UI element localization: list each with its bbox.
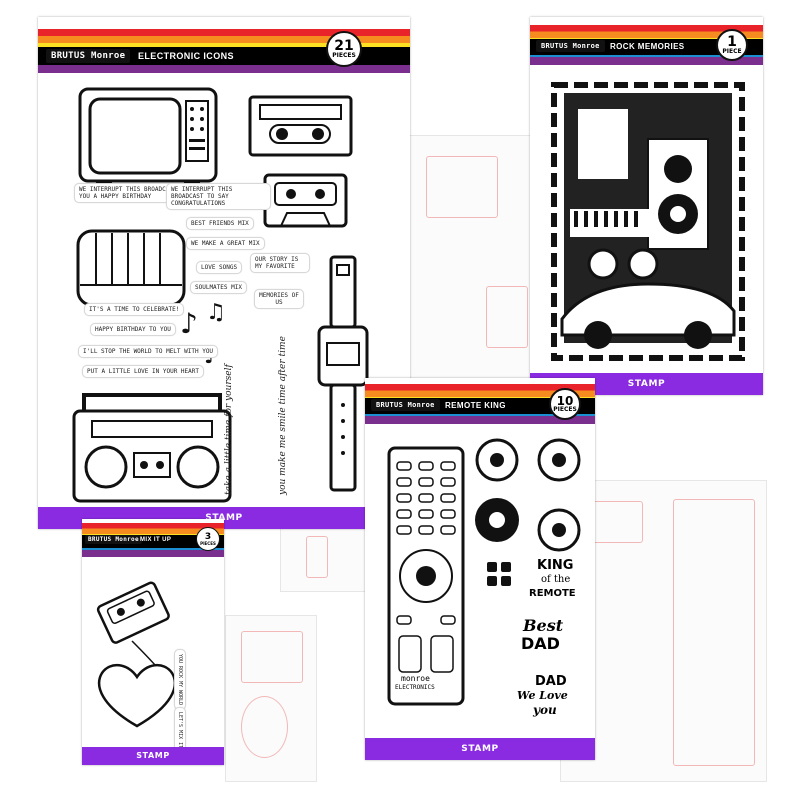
remote-control-stamp-icon (387, 446, 465, 706)
remote-text: REMOTE (529, 588, 576, 599)
piece-count-label: PIECES (200, 540, 216, 546)
package-electronic-icons: BRUTUS Monroe ELECTRONIC ICONS 21 PIECES… (38, 17, 410, 529)
we-love-text: We Love (517, 689, 568, 702)
vertical-sentiment: take a little time for yourself (224, 364, 234, 495)
sentiment-chip: LOVE SONGS (196, 261, 243, 274)
sentiment-chip: HAPPY BIRTHDAY TO YOU (90, 323, 176, 336)
cassette-stamp-icon (263, 173, 348, 228)
package-title: ROCK MEMORIES (610, 42, 685, 51)
you-text: you (533, 703, 557, 717)
sentiment-chip: IT'S A TIME TO CELEBRATE! (84, 303, 185, 316)
rock-collage-stamp-image (551, 82, 745, 361)
package-header: BRUTUS Monroe MIX IT UP 3 PIECES (82, 519, 224, 559)
piece-count-label: PIECES (553, 406, 577, 413)
brand-logo: BRUTUS Monroe (536, 40, 605, 52)
package-header: BRUTUS Monroe ELECTRONIC ICONS 21 PIECES (38, 17, 410, 80)
sentiment-chip: WE MAKE A GREAT MIX (186, 237, 265, 250)
brand-logo: BRUTUS Monroe (46, 49, 131, 63)
svg-text:♫: ♫ (206, 300, 226, 325)
sentiment-chip: OUR STORY IS MY FAVORITE (250, 253, 310, 273)
sentiment-chip: I'LL STOP THE WORLD TO MELT WITH YOU (78, 345, 219, 358)
tv-stamp-icon (78, 87, 218, 189)
test-pattern-stamp-icon (76, 229, 186, 307)
sentiment-chip-vertical: YOU ROCK MY WORLD (174, 649, 186, 711)
ghost-sheet-electronic (385, 135, 537, 382)
dad-text-2: DAD (535, 674, 567, 689)
package-footer: STAMP (365, 738, 595, 760)
dpad-button-stamps (475, 438, 581, 586)
piece-count: 21 (334, 38, 354, 54)
dad-text: DAD (521, 634, 560, 653)
king-text: KING (537, 558, 574, 573)
of-the-text: of the (541, 574, 571, 585)
package-title: MIX IT UP (140, 537, 172, 543)
piece-count-badge: 10 PIECES (549, 388, 581, 420)
cassette-heart-stamp-icon (96, 581, 177, 728)
remote-brand-subtext: ELECTRONICS (395, 684, 435, 691)
svg-text:♪: ♪ (180, 307, 198, 340)
piece-count: 10 (556, 394, 574, 408)
best-text: Best (523, 616, 564, 635)
vhs-tape-stamp-icon (248, 95, 353, 157)
brand-logo: BRUTUS Monroe (85, 535, 142, 544)
remote-brand-text: monroe (401, 674, 430, 683)
sentiment-chip: SOULMATES MIX (190, 281, 247, 294)
vertical-sentiment: you make me smile time after time (278, 336, 288, 495)
piece-count-label: PIECES (332, 52, 356, 59)
package-footer: STAMP (82, 747, 224, 765)
brand-logo: BRUTUS Monroe (371, 399, 440, 411)
package-remote-king: BRUTUS Monroe REMOTE KING 10 PIECES monr… (365, 378, 595, 760)
piece-count-badge: 1 PIECE (716, 29, 748, 61)
boombox-stamp-icon (72, 393, 232, 503)
sentiment-chip: WE INTERRUPT THIS BROADCAST TO SAY CONGR… (166, 183, 271, 210)
package-mix-it-up: BRUTUS Monroe MIX IT UP 3 PIECES YOU ROC… (82, 519, 224, 765)
package-title: ELECTRONIC ICONS (138, 51, 234, 61)
sentiment-chip: PUT A LITTLE LOVE IN YOUR HEART (82, 365, 204, 378)
package-header: BRUTUS Monroe REMOTE KING 10 PIECES (365, 378, 595, 428)
piece-count-badge: 3 PIECES (196, 527, 220, 551)
piece-count: 1 (727, 34, 737, 50)
piece-count-label: PIECE (722, 48, 742, 55)
sentiment-chip: BEST FRIENDS MIX (186, 217, 254, 230)
package-title: REMOTE KING (445, 401, 506, 410)
ghost-sheet-mix (225, 615, 317, 782)
ghost-sheet-electronic-lower (280, 520, 367, 592)
digital-watch-stamp-icon (317, 255, 369, 492)
piece-count: 3 (204, 531, 212, 542)
sentiment-chip: MEMORIES OF US (254, 289, 304, 309)
package-rock-memories: BRUTUS Monroe ROCK MEMORIES 1 PIECE STAM… (530, 17, 763, 395)
piece-count-badge: 21 PIECES (326, 31, 362, 67)
package-header: BRUTUS Monroe ROCK MEMORIES 1 PIECE (530, 17, 763, 69)
